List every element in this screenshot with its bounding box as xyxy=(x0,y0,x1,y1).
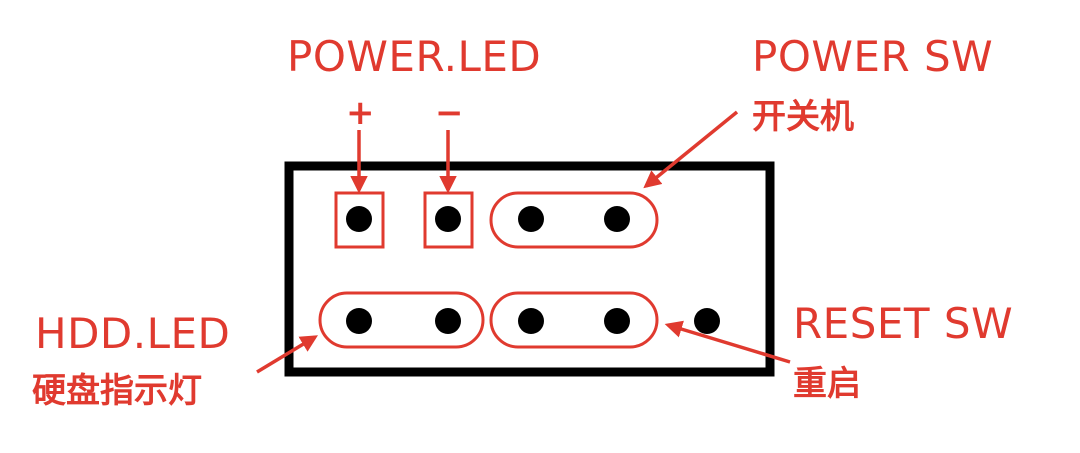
power-led-plus-sign: + xyxy=(346,93,375,133)
power-sw-cn-label: 开关机 xyxy=(752,97,854,137)
pin-power-led-plus xyxy=(346,206,372,232)
hdd-led-cn-label: 硬盘指示灯 xyxy=(32,371,202,411)
pin-reset-sw-2 xyxy=(604,308,630,334)
pin-reset-sw-1 xyxy=(518,308,544,334)
hdd-led-oval xyxy=(318,291,485,349)
pin-power-sw-1 xyxy=(518,206,544,232)
hdd-led-arrow xyxy=(256,335,318,374)
pin-hdd-led-2 xyxy=(435,308,461,334)
power-sw-arrow xyxy=(643,110,739,189)
hdd-led-label: HDD.LED xyxy=(35,309,231,358)
reset-sw-cn-label: 重启 xyxy=(793,364,861,404)
pin-power-led-minus xyxy=(435,206,461,232)
pin-power-sw-2 xyxy=(604,206,630,232)
pin-extra xyxy=(694,308,720,334)
reset-sw-oval xyxy=(489,291,659,349)
reset-sw-arrow xyxy=(664,320,791,364)
pin-hdd-led-1 xyxy=(346,308,372,334)
header-outline xyxy=(284,161,775,377)
reset-sw-label: RESET SW xyxy=(793,299,1014,348)
power-led-minus-sign: − xyxy=(435,93,464,133)
power-sw-label: POWER SW xyxy=(752,32,994,81)
power-led-label: POWER.LED xyxy=(287,32,542,81)
power-sw-oval xyxy=(489,191,659,249)
